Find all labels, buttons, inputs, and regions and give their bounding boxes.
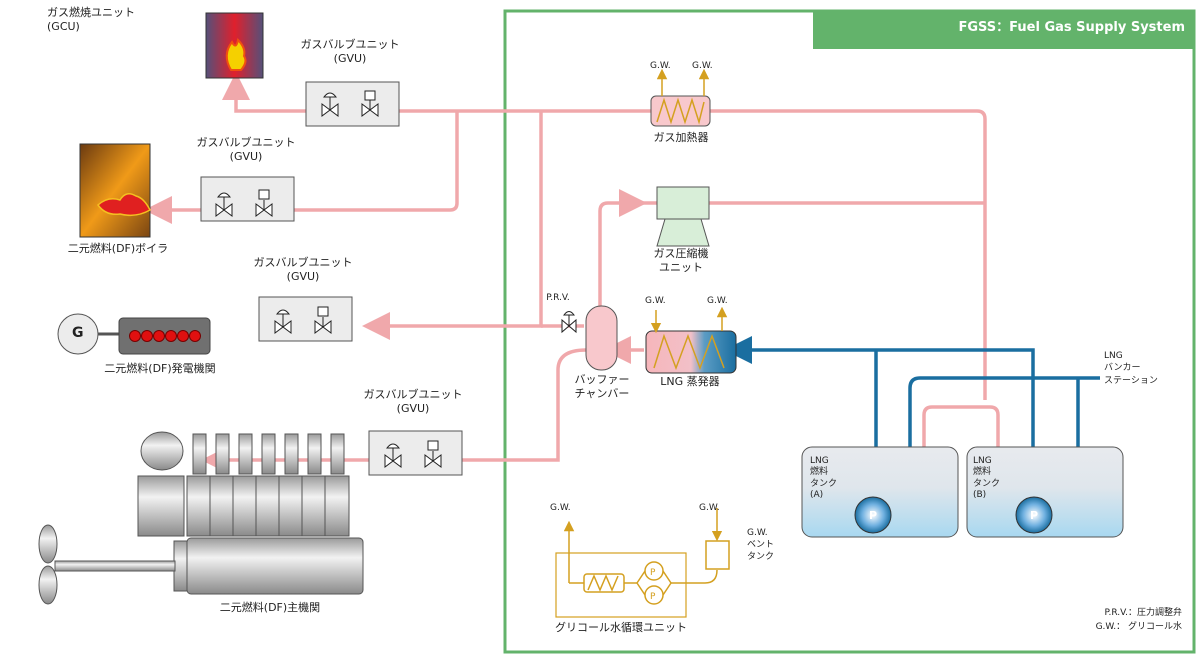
glycol-pump-1-label: P: [650, 568, 656, 578]
tank-a-line-2: 燃料: [810, 465, 828, 477]
tank-b-line-4: (B): [973, 490, 986, 500]
vent-label-2: ベント: [747, 540, 774, 550]
generator-engine: [118, 317, 211, 355]
pump-b-label: P: [1030, 509, 1038, 522]
gvu-1-label: ガスバルブユニット: [301, 37, 400, 51]
gas-heater: [650, 68, 711, 127]
legend-gw: G.W.： グリコール水: [1096, 620, 1182, 632]
compressor-label-1: ガス圧縮機: [654, 246, 709, 260]
gas-heater-gw-2: G.W.: [692, 61, 713, 71]
gvu-3-unit: [258, 296, 353, 342]
buffer-chamber: [585, 305, 618, 371]
lng-vaporizer: [645, 306, 737, 374]
gvu-3-label: ガスバルブユニット: [254, 255, 353, 269]
boiler-flame-icon: [96, 193, 151, 217]
buffer-label-2: チャンバー: [575, 387, 630, 400]
tank-a-line-1: LNG: [810, 456, 829, 466]
glycol-unit-box: [555, 552, 687, 618]
gvu-1-unit: [305, 81, 400, 127]
vaporizer-gw-1: G.W.: [645, 296, 666, 306]
compressor-label-2: ユニット: [659, 261, 703, 274]
glycol-gw-in: G.W.: [699, 503, 720, 513]
pump-a-label: P: [869, 509, 877, 522]
vent-label-3: タンク: [747, 551, 774, 562]
main-engine: [38, 431, 364, 605]
buffer-label-1: バッファー: [575, 373, 630, 386]
prv-valve: [561, 311, 577, 334]
gas-compressor: [656, 186, 710, 247]
gas-piping: [144, 72, 1000, 474]
bunker-label-2: バンカー: [1104, 362, 1140, 373]
glycol-piping: [563, 508, 730, 605]
bunker-label-1: LNG: [1104, 351, 1123, 361]
tank-b-line-3: タンク: [973, 478, 1000, 489]
tank-b-line-2: 燃料: [973, 465, 991, 477]
gas-heater-gw-1: G.W.: [650, 61, 671, 71]
lng-tank-a: [801, 446, 959, 538]
tank-a-line-3: タンク: [810, 478, 837, 489]
vaporizer-gw-2: G.W.: [707, 296, 728, 306]
gvu-2-unit: [200, 176, 295, 222]
glycol-unit-label: グリコール水循環ユニット: [555, 620, 687, 634]
gvu-4-unit: [368, 430, 463, 476]
pump-a: [854, 496, 892, 534]
flame-icon: [225, 37, 247, 71]
bunker-label-3: ステーション: [1104, 375, 1158, 386]
tank-a-line-4: (A): [810, 490, 823, 500]
gvu-4-label: ガスバルブユニット: [364, 387, 463, 401]
lng-tank-b: [966, 446, 1124, 538]
gvu-3-abbr: (GVU): [287, 270, 320, 283]
main-engine-label: 二元燃料(DF)主機関: [220, 600, 320, 614]
prv-label: P.R.V.: [546, 293, 570, 303]
fgss-title: FGSS：Fuel Gas Supply System: [958, 20, 1185, 35]
generator-label: 二元燃料(DF)発電機関: [104, 361, 215, 375]
vaporizer-label: LNG 蒸発器: [660, 374, 719, 388]
pump-b: [1015, 496, 1053, 534]
gas-heater-label: ガス加熱器: [654, 131, 709, 144]
tank-b-line-1: LNG: [973, 456, 992, 466]
boiler-unit: [79, 143, 151, 238]
glycol-pump-2-label: P: [650, 592, 656, 602]
glycol-gw-out: G.W.: [550, 503, 571, 513]
legend-prv: P.R.V.：圧力調整弁: [1104, 606, 1182, 618]
gcu-label: ガス燃焼ユニット: [47, 5, 135, 19]
vent-label-1: G.W.: [747, 528, 768, 538]
boiler-label: 二元燃料(DF)ボイラ: [68, 241, 168, 255]
gvu-2-abbr: (GVU): [230, 150, 263, 163]
gvu-2-label: ガスバルブユニット: [197, 135, 296, 149]
gvu-1-abbr: (GVU): [334, 52, 367, 65]
generator-g-label: G: [72, 325, 84, 341]
gvu-4-abbr: (GVU): [397, 402, 430, 415]
gcu-abbr: (GCU): [47, 20, 80, 33]
fgss-title-bar: [813, 11, 1194, 49]
